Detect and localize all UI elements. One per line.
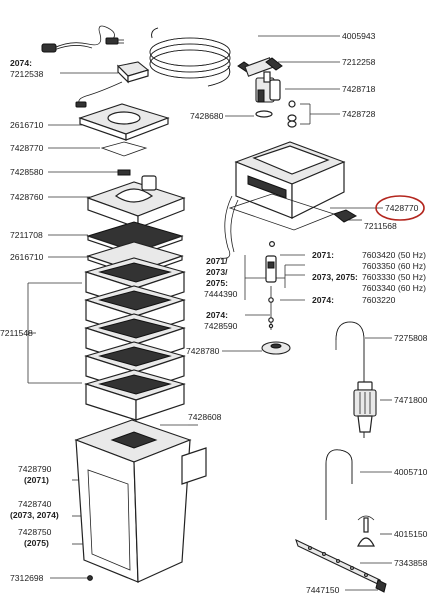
label-4005710: 4005710 [394,467,428,477]
label-7343858: 7343858 [394,558,428,568]
label-7603220: 7603220 [362,295,396,305]
label-7428770-a: 7428770 [10,143,44,153]
filter-lid [78,103,170,141]
label-2071-paren: (2071) [24,475,49,485]
power-cord [41,25,150,108]
label-2073-2074-paren: (2073, 2074) [10,510,59,520]
label-2616710-a: 2616710 [10,120,44,130]
motor-head [219,141,358,259]
intake-strainer [353,381,377,433]
label-7603340: 7603340 (60 Hz) [362,283,426,293]
label-7603330: 7603330 (50 Hz) [362,272,426,282]
label-7428740: 7428740 [18,499,52,509]
label-7444390: 7444390 [204,289,238,299]
label-7428590: 7428590 [204,321,238,331]
intake-tube [335,321,365,438]
label-7275808: 7275808 [394,333,428,343]
rotor-cap [261,341,291,355]
label-7428770-b: 7428770 [385,203,419,213]
filter-basket [84,369,186,421]
label-7428608: 7428608 [188,412,222,422]
label-2073-2075: 2073, 2075: [312,272,358,282]
label-7603420: 7603420 (50 Hz) [362,250,426,260]
label-7428780: 7428780 [186,346,220,356]
label-7212258: 7212258 [342,57,376,67]
label-4005943: 4005943 [342,31,376,41]
label-7447150: 7447150 [306,585,340,595]
label-7312698: 7312698 [10,573,44,583]
small-cap [87,575,93,581]
label-7211568: 7211568 [364,221,397,231]
spray-bar [295,538,387,593]
filter-basket [84,313,186,365]
label-7211708: 7211708 [10,230,43,240]
tray-clip [117,169,131,176]
label-2071: 2071: [312,250,334,260]
label-2074-b: 2074: [206,310,228,320]
label-2075-paren: (2075) [24,538,49,548]
label-7428750: 7428750 [18,527,52,537]
label-4015150: 4015150 [394,529,428,539]
label-2616710-b: 2616710 [10,252,44,262]
highlight-circle [375,195,425,221]
filter-top-tray [86,175,186,229]
valve-assembly [237,57,297,128]
impeller-rotor [265,241,277,330]
label-7428718: 7428718 [342,84,376,94]
label-7428680: 7428680 [190,111,224,121]
label-7212538: 7212538 [10,69,44,79]
hose-coil [149,27,231,87]
label-7428760: 7428760 [10,192,44,202]
label-7211548: 7211548 [0,328,33,338]
lid-seal-ring [100,141,148,157]
label-7428728: 7428728 [342,109,376,119]
label-7428580: 7428580 [10,167,44,177]
label-7603350: 7603350 (60 Hz) [362,261,426,271]
label-2074-c: 2074: [312,295,334,305]
outlet-tube [325,449,353,520]
label-2071-group-c: 2075: [206,278,228,288]
filter-canister [74,419,207,583]
suction-cup [357,515,375,547]
label-7471800: 7471800 [394,395,428,405]
filter-baskets [84,257,186,421]
label-2071-group-b: 2073/ [206,267,228,277]
label-2071-group-a: 2071/ [206,256,228,266]
part-labels: 4005943 2074: 7212538 7212258 7428718 74… [0,31,428,595]
label-2074-a: 2074: [10,58,32,68]
label-7428790: 7428790 [18,464,52,474]
